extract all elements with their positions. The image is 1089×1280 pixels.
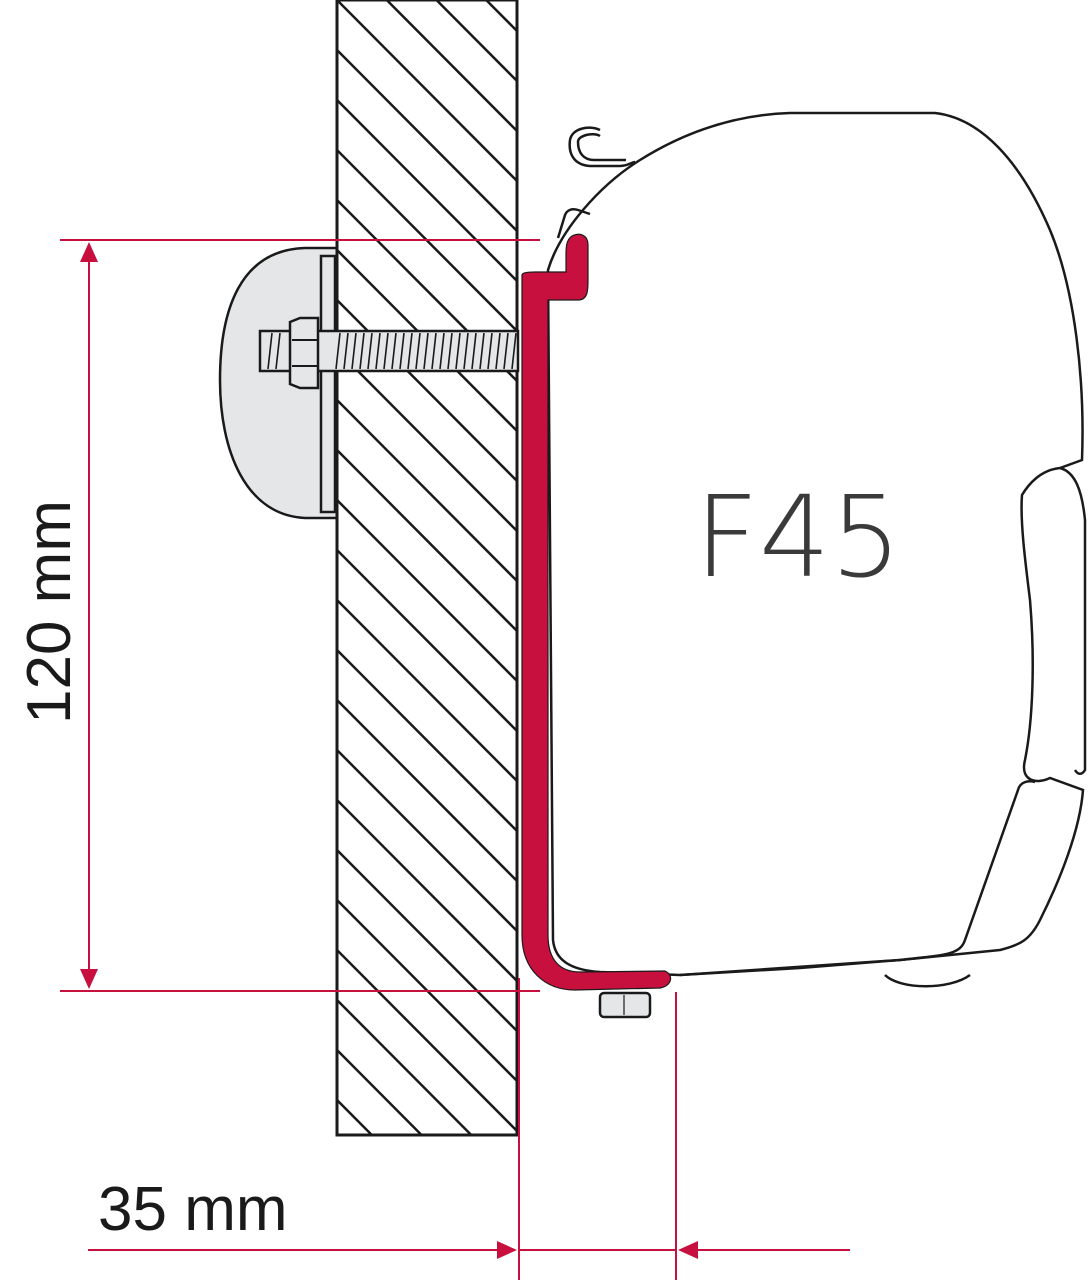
awning-case xyxy=(546,111,1087,988)
dimension-label-35: 35 mm xyxy=(98,1175,287,1244)
product-label: F45 xyxy=(695,473,902,603)
adapter-bracket xyxy=(521,233,672,991)
case-bottom-bump xyxy=(884,973,971,988)
backing-plate xyxy=(218,246,339,520)
dimension-label-120: 120 mm xyxy=(15,500,84,724)
dimension-horizontal xyxy=(88,978,850,1280)
nut xyxy=(288,316,320,390)
case-lower-fin xyxy=(679,780,1036,977)
wall-section xyxy=(335,0,519,1137)
dimension-vertical xyxy=(60,239,540,992)
bottom-screw xyxy=(598,991,652,1019)
top-hook xyxy=(556,126,636,239)
bolt xyxy=(258,316,520,390)
washer xyxy=(319,254,337,514)
case-side-rib xyxy=(1059,466,1087,775)
